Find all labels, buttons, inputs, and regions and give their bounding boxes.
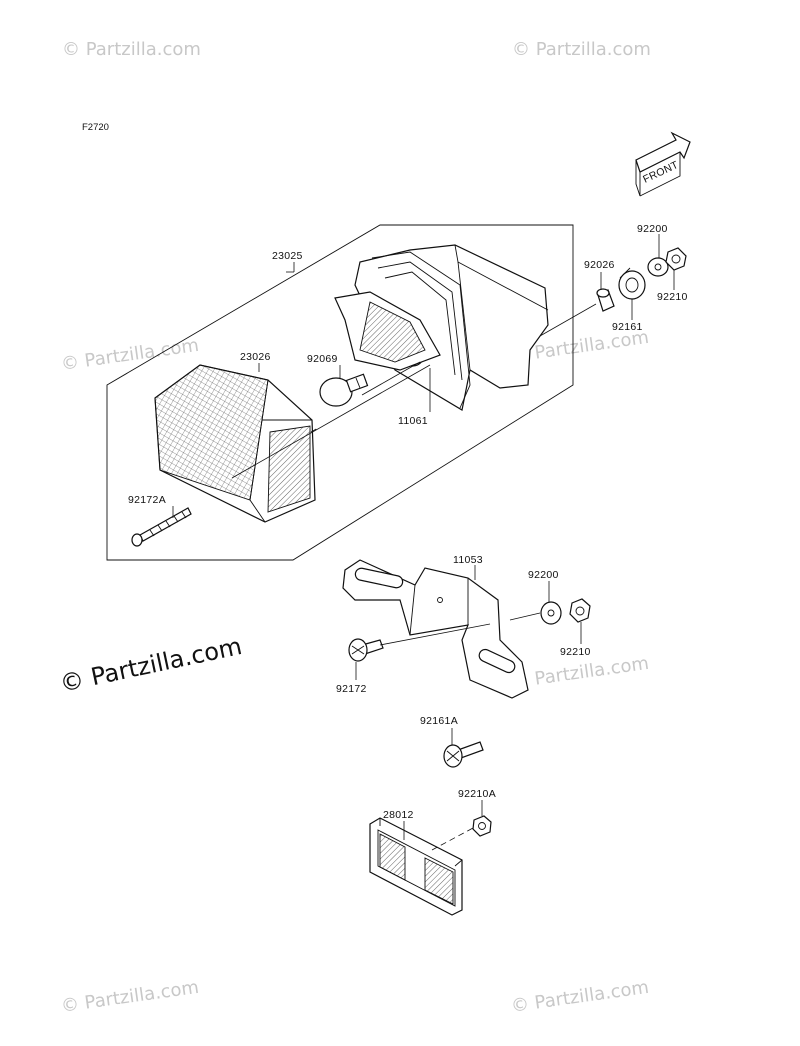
tail-lens (154, 364, 316, 523)
bolt-reflector (443, 741, 484, 768)
part-label-11061: 11061 (398, 415, 428, 427)
part-label-28012: 28012 (383, 809, 414, 821)
washer-mid (540, 601, 562, 625)
leader-lines (172, 234, 675, 851)
part-label-92161: 92161 (612, 321, 643, 333)
watermark: © Partzilla.com (62, 39, 201, 60)
grommet (618, 267, 646, 300)
part-label-92026: 92026 (584, 259, 615, 271)
bulb (319, 373, 369, 407)
watermark-main: © Partzilla.com (57, 632, 244, 698)
watermark: © Partzilla.com (510, 653, 650, 693)
nut-reflector (472, 815, 492, 837)
watermark: © Partzilla.com (60, 977, 200, 1017)
front-arrow-icon: FRONT (635, 131, 691, 197)
collar (596, 288, 615, 312)
part-label-92200-top: 92200 (637, 223, 668, 235)
part-label-23025: 23025 (272, 250, 303, 262)
part-label-92210-top: 92210 (657, 291, 688, 303)
figure-code: F2720 (82, 122, 109, 133)
taillight-housing (334, 244, 549, 411)
part-label-92069: 92069 (307, 353, 338, 365)
part-label-92200-mid: 92200 (528, 569, 559, 581)
part-labels: 23025 23026 92069 11061 92026 92200 9221… (128, 223, 688, 821)
part-label-92210-mid: 92210 (560, 646, 591, 658)
part-label-92172A: 92172A (128, 494, 166, 506)
part-label-92161A: 92161A (420, 715, 458, 727)
assembly-outline (106, 224, 574, 561)
part-label-23026: 23026 (240, 351, 271, 363)
part-label-92210A: 92210A (458, 788, 496, 800)
license-bracket (342, 559, 529, 699)
screw-long (131, 507, 192, 547)
part-label-11053: 11053 (453, 554, 483, 566)
watermark: © Partzilla.com (60, 335, 200, 375)
part-label-92172: 92172 (336, 683, 367, 695)
reflector (369, 817, 463, 916)
watermark: © Partzilla.com (510, 977, 650, 1017)
bolt-bracket (348, 638, 384, 662)
washer-top (647, 257, 669, 277)
nut-top (665, 247, 687, 271)
watermark: © Partzilla.com (512, 39, 651, 60)
nut-mid (569, 598, 591, 623)
watermarks: © Partzilla.com © Partzilla.com © Partzi… (57, 39, 650, 1017)
